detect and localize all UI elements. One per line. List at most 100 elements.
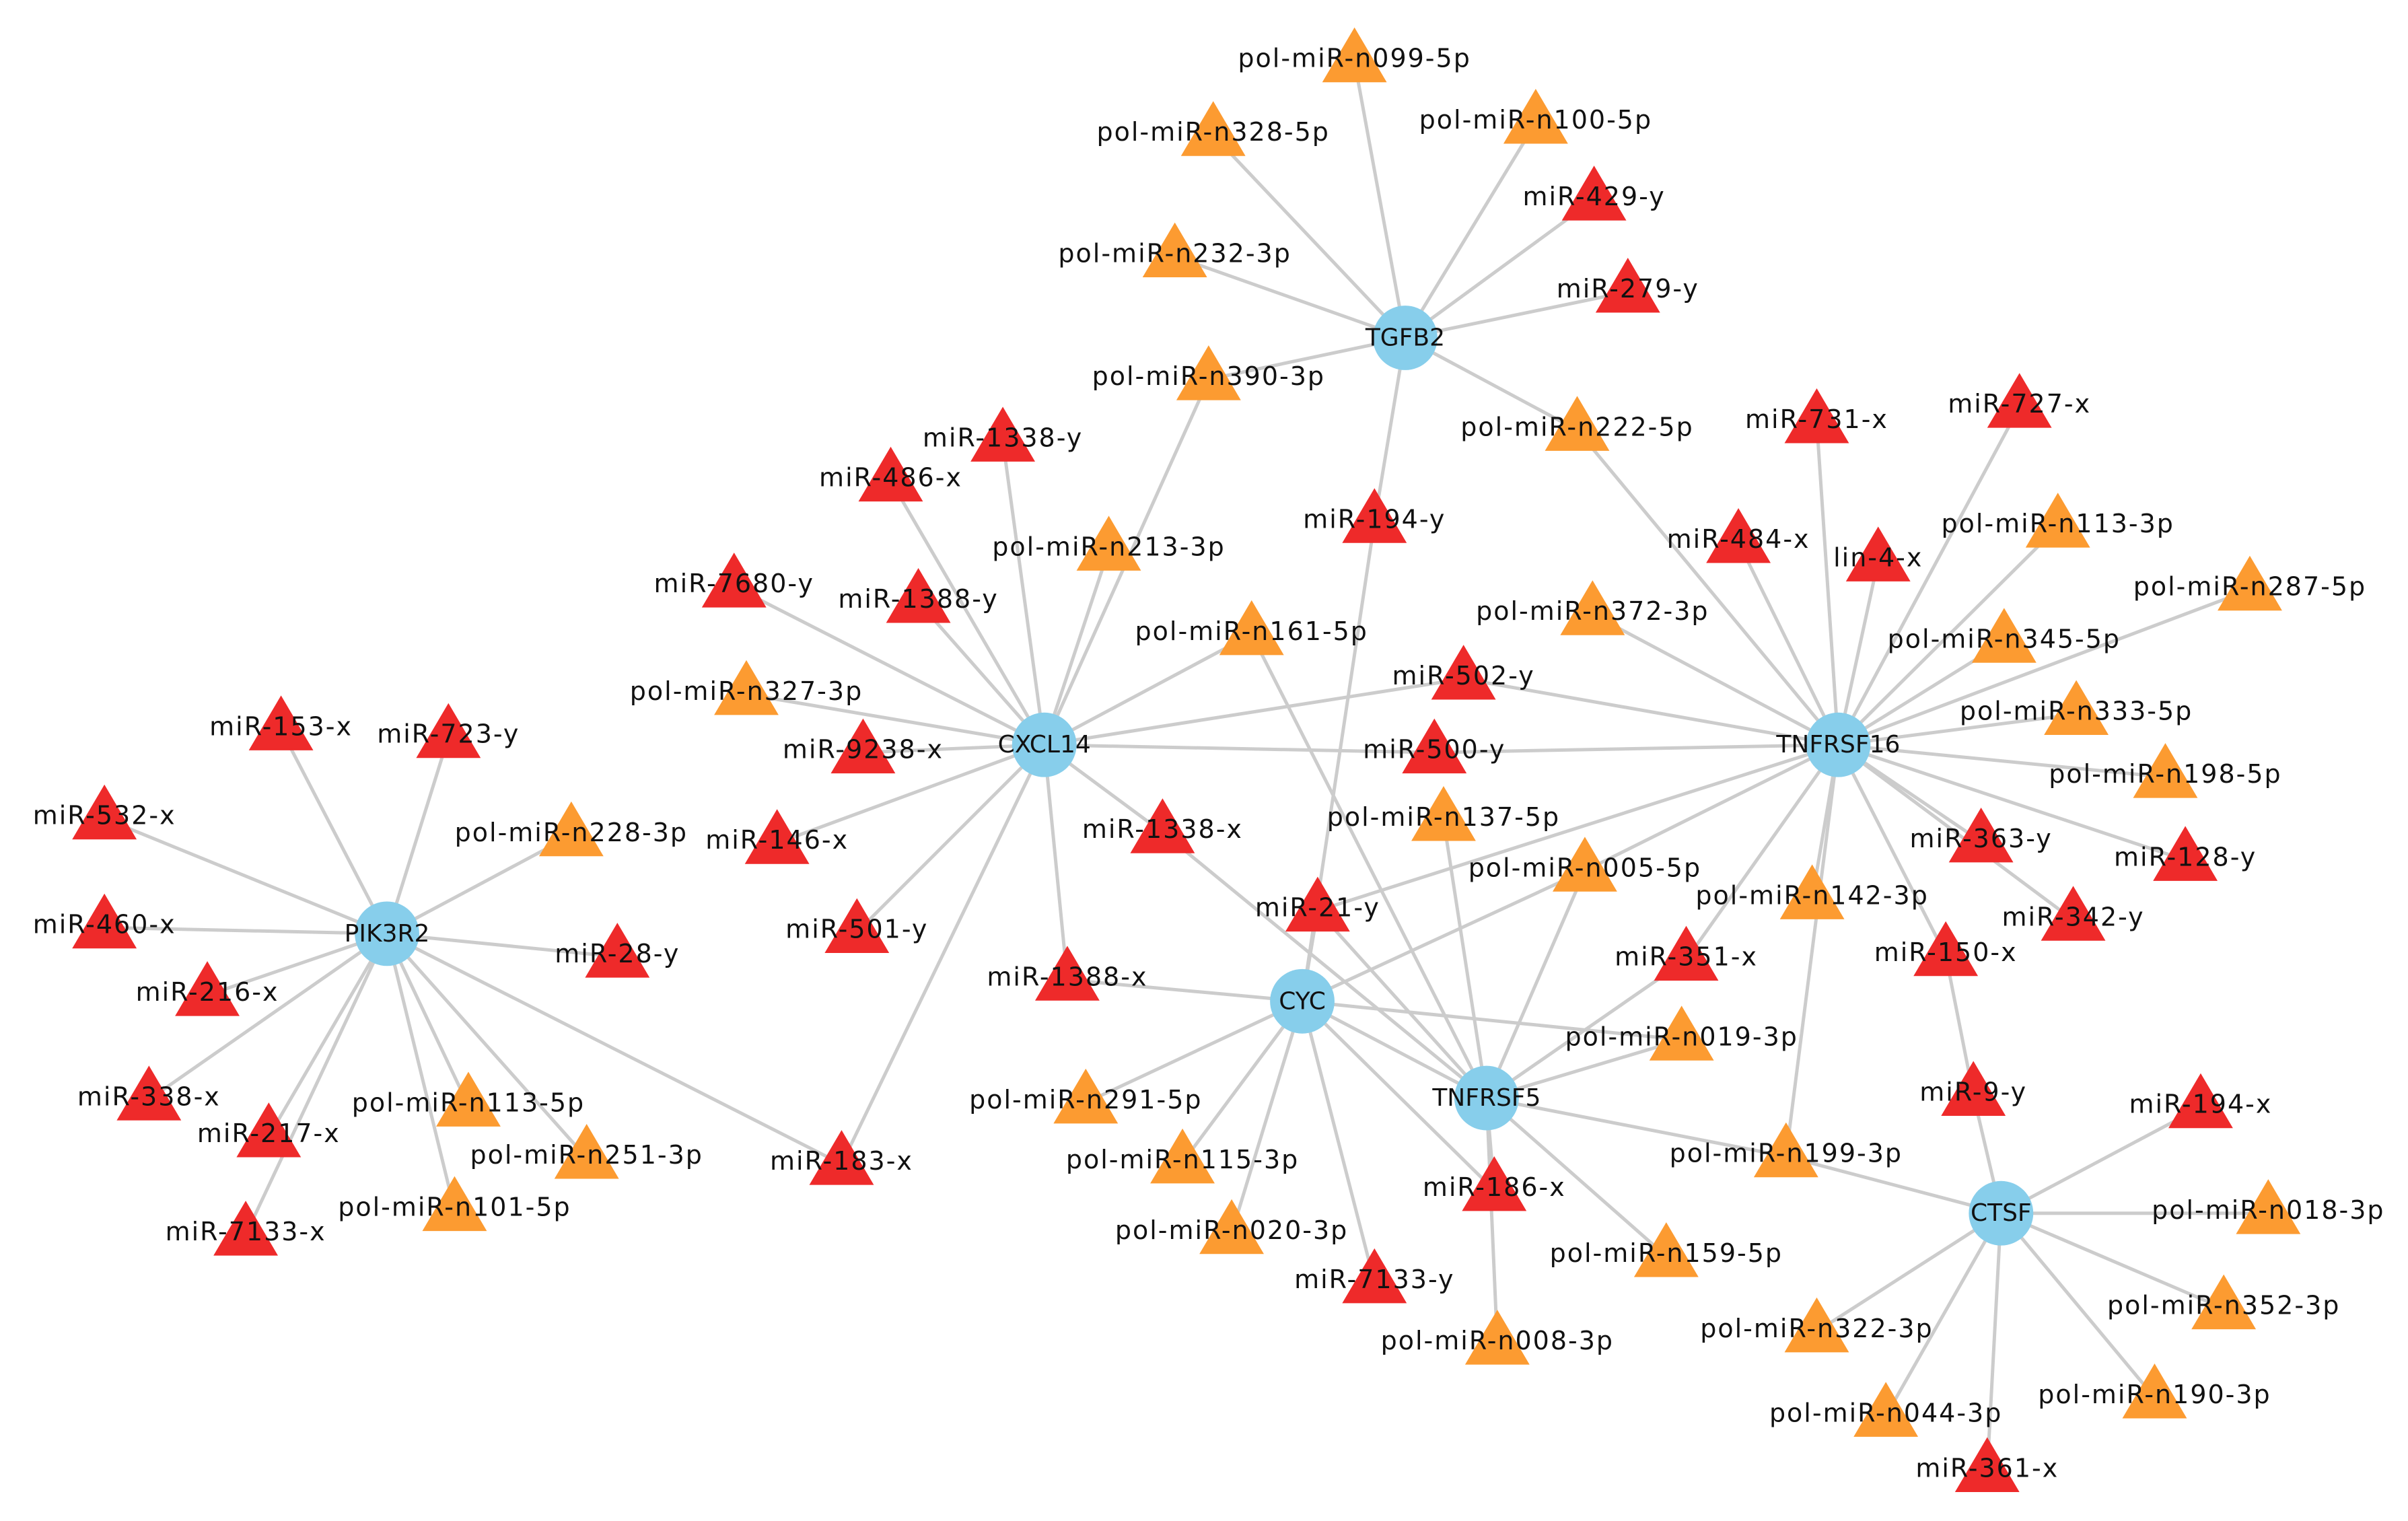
edge-tgfb2-pol-mir-n100-5p [1403,122,1538,339]
mirna-node-mir-361-x[interactable]: miR-361-x [1915,1437,2059,1493]
mirna-node-pol-mir-n099-5p[interactable]: pol-miR-n099-5p [1238,27,1471,83]
mirna-node-pol-mir-n113-3p[interactable]: pol-miR-n113-3p [1942,493,2174,548]
mirna-node-mir-7680-y[interactable]: miR-7680-y [654,553,814,608]
edge-tnfrsf16-mir-150-x [1837,744,1948,956]
mirna-node-pol-mir-n019-3p[interactable]: pol-miR-n019-3p [1565,1005,1798,1061]
mirna-node-pol-mir-n161-5p[interactable]: pol-miR-n161-5p [1135,600,1368,656]
gene-node-tnfrsf5[interactable]: TNFRSF5 [1431,1065,1541,1131]
mirna-node-pol-mir-n232-3p[interactable]: pol-miR-n232-3p [1058,222,1291,278]
mirna-node-mir-501-y[interactable]: miR-501-y [785,898,928,954]
mirna-node-mir-1388-x[interactable]: miR-1388-x [987,946,1147,1001]
edge-tnfrsf5-pol-mir-n137-5p [1442,820,1489,1098]
mirna-node-pol-mir-n327-3p[interactable]: pol-miR-n327-3p [630,660,863,715]
edge-tnfrsf16-mir-351-x [1685,744,1840,961]
triangle-marker [416,703,481,758]
edge-pik3r2-mir-7133-x [244,933,389,1236]
mirna-node-mir-500-y[interactable]: miR-500-y [1363,718,1506,774]
mirna-node-pol-mir-n020-3p[interactable]: pol-miR-n020-3p [1115,1199,1348,1254]
mirna-node-mir-484-x[interactable]: miR-484-x [1667,507,1810,563]
mirna-node-mir-216-x[interactable]: miR-216-x [136,961,279,1016]
mirna-node-pol-mir-n333-5p[interactable]: pol-miR-n333-5p [1960,680,2193,736]
mirna-node-mir-28-y[interactable]: miR-28-y [555,923,680,978]
mirna-node-pol-mir-n390-3p[interactable]: pol-miR-n390-3p [1092,345,1325,400]
mirna-node-mir-1388-y[interactable]: miR-1388-y [838,567,998,623]
edge-tnfrsf16-mir-484-x [1736,541,1840,746]
mirna-node-mir-9-y[interactable]: miR-9-y [1919,1061,2027,1116]
mirna-node-mir-7133-x[interactable]: miR-7133-x [166,1201,326,1256]
mirna-node-pol-mir-n291-5p[interactable]: pol-miR-n291-5p [969,1068,1202,1124]
mirna-node-mir-194-x[interactable]: miR-194-x [2129,1073,2272,1129]
mirna-node-mir-21-y[interactable]: miR-21-y [1255,876,1380,932]
mirna-node-mir-1338-y[interactable]: miR-1338-y [923,406,1083,462]
mirna-node-mir-502-y[interactable]: miR-502-y [1392,645,1535,700]
mirna-node-pol-mir-n142-3p[interactable]: pol-miR-n142-3p [1695,864,1928,919]
mirna-node-mir-486-x[interactable]: miR-486-x [819,446,962,502]
edge-tnfrsf16-mir-342-y [1837,743,2075,921]
mirna-node-mir-532-x[interactable]: miR-532-x [33,784,176,840]
mirna-node-pol-mir-n372-3p[interactable]: pol-miR-n372-3p [1476,580,1709,635]
mirna-node-pol-mir-n222-5p[interactable]: pol-miR-n222-5p [1460,396,1693,451]
mirna-node-pol-mir-n213-3p[interactable]: pol-miR-n213-3p [992,516,1225,571]
mirna-node-mir-727-x[interactable]: miR-727-x [1948,373,2091,428]
mirna-node-mir-183-x[interactable]: miR-183-x [770,1130,913,1185]
mirna-node-pol-mir-n322-3p[interactable]: pol-miR-n322-3p [1700,1297,1933,1353]
mirna-node-pol-mir-n345-5p[interactable]: pol-miR-n345-5p [1888,608,2121,663]
mirna-node-mir-128-y[interactable]: miR-128-y [2114,826,2257,881]
mirna-node-mir-194-y[interactable]: miR-194-y [1303,488,1446,543]
mirna-node-pol-mir-n198-5p[interactable]: pol-miR-n198-5p [2049,743,2281,798]
mirna-node-pol-mir-n113-5p[interactable]: pol-miR-n113-5p [352,1071,585,1127]
gene-node-tnfrsf16[interactable]: TNFRSF16 [1775,712,1900,777]
mirna-node-mir-153-x[interactable]: miR-153-x [209,695,353,750]
mirna-node-pol-mir-n228-3p[interactable]: pol-miR-n228-3p [455,801,688,857]
gene-node-cyc[interactable]: CYC [1270,968,1335,1034]
mirna-node-mir-186-x[interactable]: miR-186-x [1423,1156,1566,1211]
gene-node-tgfb2[interactable]: TGFB2 [1365,306,1445,370]
mirna-node-mir-342-y[interactable]: miR-342-y [2002,886,2144,941]
mirna-node-mir-7133-y[interactable]: miR-7133-y [1294,1248,1454,1304]
edge-cxcl14-mir-146-x [776,743,1045,845]
gene-node-ctsf[interactable]: CTSF [1969,1180,2034,1246]
mirna-node-lin-4-x[interactable]: lin-4-x [1833,526,1923,581]
mirna-node-mir-279-y[interactable]: miR-279-y [1557,258,1699,313]
mirna-node-pol-mir-n352-3p[interactable]: pol-miR-n352-3p [2107,1274,2340,1330]
mirna-node-mir-1338-x[interactable]: miR-1338-x [1082,798,1243,853]
mirna-label: pol-miR-n352-3p [2107,1291,2340,1320]
edge-tnfrsf5-cyc [1301,999,1488,1100]
mirna-node-mir-146-x[interactable]: miR-146-x [705,809,849,864]
mirna-node-mir-731-x[interactable]: miR-731-x [1745,388,1888,444]
mirna-node-pol-mir-n159-5p[interactable]: pol-miR-n159-5p [1550,1222,1783,1277]
mirna-label: miR-502-y [1392,661,1535,691]
mirna-node-mir-150-x[interactable]: miR-150-x [1874,921,2018,977]
edge-pik3r2-mir-183-x [386,932,843,1166]
gene-node-pik3r2[interactable]: PIK3R2 [345,901,430,966]
mirna-node-mir-429-y[interactable]: miR-429-y [1522,166,1665,221]
mirna-node-pol-mir-n251-3p[interactable]: pol-miR-n251-3p [470,1124,703,1179]
mirna-node-pol-mir-n328-5p[interactable]: pol-miR-n328-5p [1096,101,1329,156]
mirna-label: miR-279-y [1557,274,1699,304]
triangle-marker [1845,526,1911,581]
mirna-node-pol-mir-n100-5p[interactable]: pol-miR-n100-5p [1419,89,1652,144]
mirna-node-mir-338-x[interactable]: miR-338-x [77,1065,221,1121]
mirna-node-mir-460-x[interactable]: miR-460-x [33,893,176,949]
mirna-node-pol-mir-n199-3p[interactable]: pol-miR-n199-3p [1670,1122,1903,1178]
mirna-node-pol-mir-n287-5p[interactable]: pol-miR-n287-5p [2133,555,2366,611]
mirna-node-mir-217-x[interactable]: miR-217-x [197,1102,341,1158]
mirna-node-pol-mir-n005-5p[interactable]: pol-miR-n005-5p [1468,837,1701,892]
mirna-label: miR-153-x [209,711,353,741]
edge-cyc-pol-mir-n005-5p [1301,869,1586,1003]
mirna-node-pol-mir-n115-3p[interactable]: pol-miR-n115-3p [1066,1128,1299,1184]
mirna-label: miR-484-x [1667,524,1810,554]
mirna-node-pol-mir-n044-3p[interactable]: pol-miR-n044-3p [1769,1382,2002,1437]
mirna-node-mir-723-y[interactable]: miR-723-y [377,703,520,758]
mirna-node-pol-mir-n190-3p[interactable]: pol-miR-n190-3p [2038,1364,2271,1419]
mirna-node-pol-mir-n101-5p[interactable]: pol-miR-n101-5p [338,1176,571,1232]
mirna-node-mir-351-x[interactable]: miR-351-x [1615,925,1758,981]
mirna-node-pol-mir-n008-3p[interactable]: pol-miR-n008-3p [1381,1310,1614,1365]
mirna-node-mir-363-y[interactable]: miR-363-y [1910,807,2053,863]
triangle-marker [809,1130,874,1185]
mirna-node-mir-9238-x[interactable]: miR-9238-x [783,718,944,774]
gene-node-cxcl14[interactable]: CXCL14 [998,712,1091,777]
mirna-node-pol-mir-n137-5p[interactable]: pol-miR-n137-5p [1327,786,1560,841]
mirna-node-pol-mir-n018-3p[interactable]: pol-miR-n018-3p [2152,1179,2384,1234]
triangle-marker [1130,798,1195,853]
